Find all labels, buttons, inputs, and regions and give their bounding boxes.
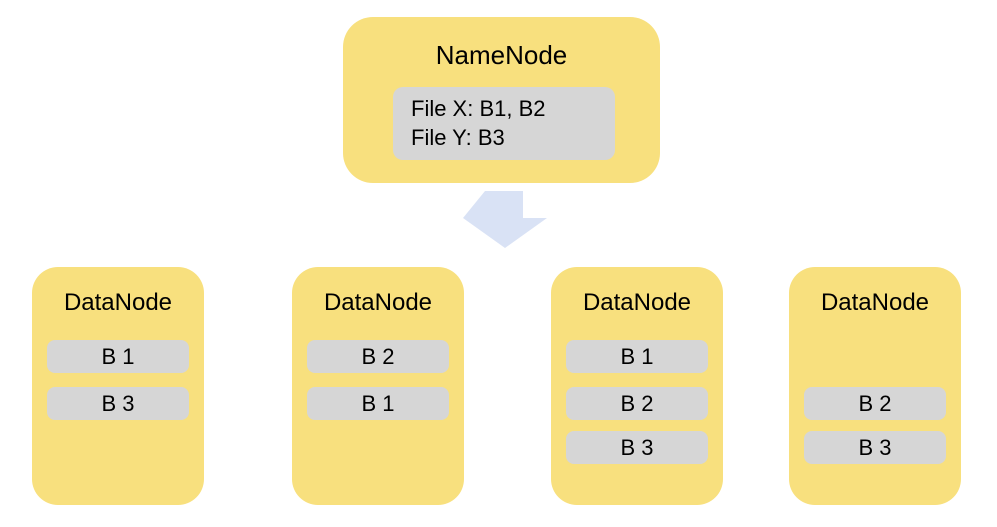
block-chip: B 2: [307, 340, 449, 373]
block-chip: B 1: [47, 340, 189, 373]
namenode-box: NameNode File X: B1, B2 File Y: B3: [343, 17, 660, 183]
namenode-block-map: File X: B1, B2 File Y: B3: [393, 87, 615, 160]
block-chip: B 2: [566, 387, 708, 420]
namenode-title: NameNode: [435, 40, 568, 70]
datanode-title: DataNode: [323, 289, 433, 316]
down-arrow-shape: [463, 191, 547, 248]
datanode-title: DataNode: [582, 289, 692, 316]
datanode-title: DataNode: [820, 289, 930, 316]
block-chip: B 1: [307, 387, 449, 420]
block-chip: B 3: [804, 431, 946, 464]
block-chip: B 2: [804, 387, 946, 420]
datanode-box-2: DataNode B 2 B 1: [292, 267, 464, 505]
map-line-file-x: File X: B1, B2: [411, 96, 546, 121]
datanode-box-1: DataNode B 1 B 3: [32, 267, 204, 505]
block-chip: B 1: [566, 340, 708, 373]
block-chip: B 3: [566, 431, 708, 464]
datanode-box-4: DataNode B 2 B 3: [789, 267, 961, 505]
down-arrow-icon: [463, 191, 547, 248]
map-line-file-y: File Y: B3: [411, 125, 505, 150]
datanode-title: DataNode: [63, 289, 173, 316]
block-chip: B 3: [47, 387, 189, 420]
datanode-box-3: DataNode B 1 B 2 B 3: [551, 267, 723, 505]
